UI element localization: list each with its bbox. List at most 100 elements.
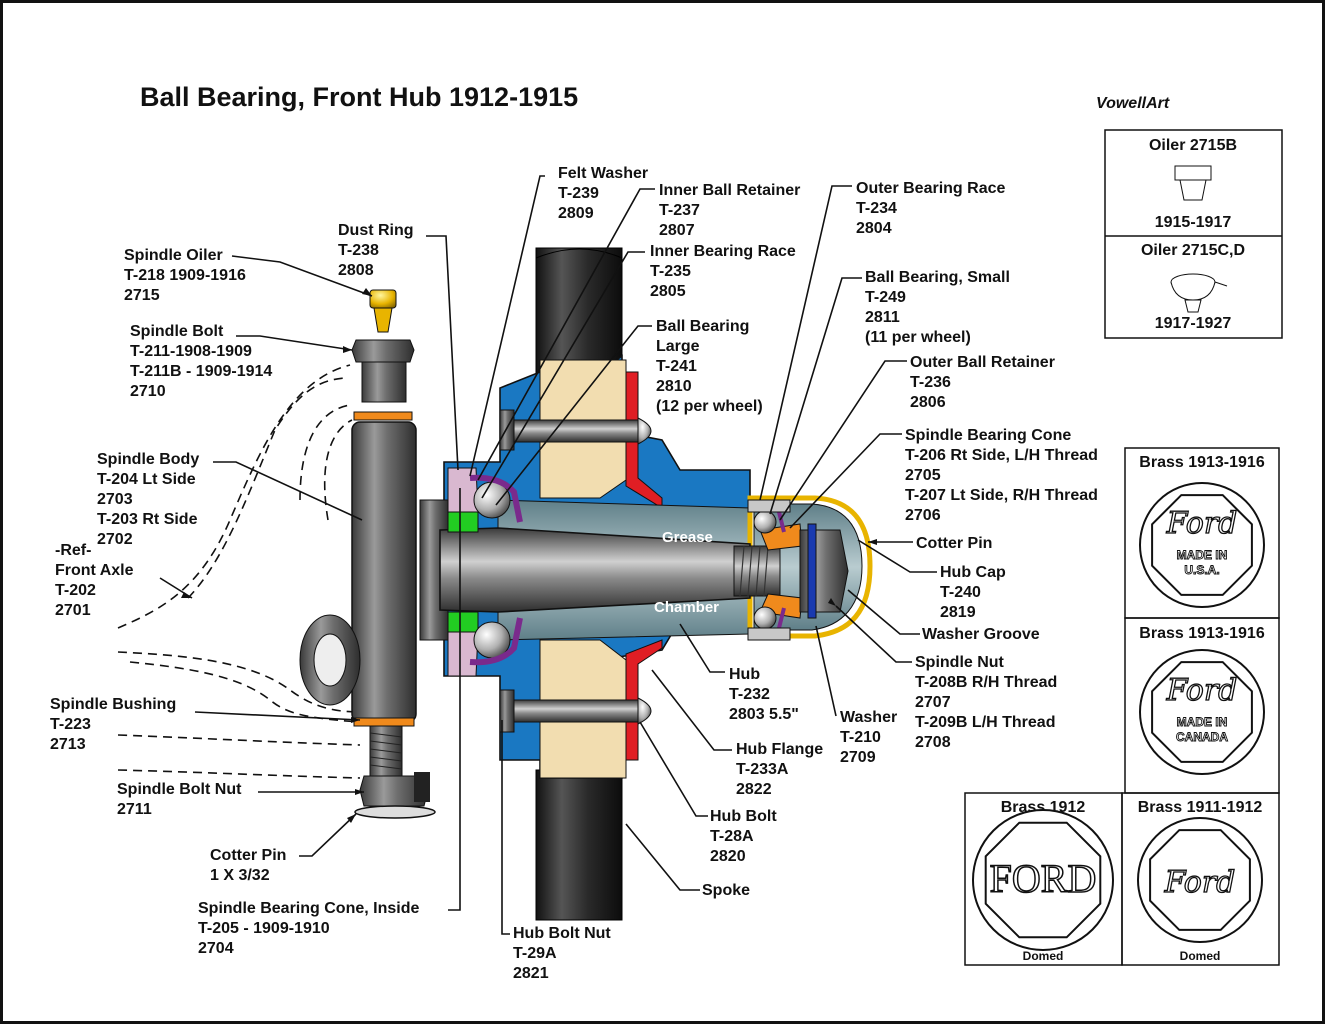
callout-spindle-bolt-nut-line: 2711: [117, 801, 152, 818]
callout-spindle-body-line: 2702: [97, 531, 133, 548]
callout-spindle-bolt-nut: Spindle Bolt Nut 2711: [117, 781, 242, 818]
hubcap-title: Brass 1911-1912: [1138, 799, 1263, 816]
callout-washer-line: Washer: [840, 709, 897, 726]
callout-washer-line: 2709: [840, 749, 876, 766]
washer-part: [807, 523, 817, 619]
callout-hub-flange-line: T-233A: [736, 761, 789, 778]
callout-spindle-bearing-cone-line: Spindle Bearing Cone: [905, 427, 1071, 444]
hubcap-note: Domed: [1180, 949, 1221, 963]
inner-bearing-bottom: [447, 611, 523, 677]
ford-logo: FORD: [990, 856, 1097, 901]
oiler-1-icon: [1174, 165, 1212, 201]
callout-spoke: Spoke: [702, 882, 750, 899]
callout-inner-bearing-race-line: 2805: [650, 283, 686, 300]
oiler-2-icon: [1170, 273, 1228, 313]
callout-hub-cap-line: Hub Cap: [940, 564, 1006, 581]
callout-inner-ball-retainer-line: T-237: [659, 202, 700, 219]
callout-spindle-oiler-line: 2715: [124, 287, 160, 304]
callout-front-axle-line: -Ref-: [55, 542, 91, 559]
callout-washer-groove-line: Washer Groove: [922, 626, 1040, 643]
callout-outer-ball-retainer-line: 2806: [910, 394, 946, 411]
callout-cotter-pin-right: Cotter Pin: [916, 535, 992, 552]
oiler-1-years: 1915-1917: [1155, 214, 1232, 231]
callout-ball-bearing-large-line: 2810: [656, 378, 692, 395]
ford-logo: Ford: [1166, 673, 1238, 708]
callout-spindle-bearing-cone-line: T-207 Lt Side, R/H Thread: [905, 487, 1098, 504]
ford-logo: Ford: [1164, 865, 1236, 900]
callout-hub-line: T-232: [729, 686, 770, 703]
callout-ball-bearing-large-line: Large: [656, 338, 700, 355]
callout-spindle-bolt-nut-line: Spindle Bolt Nut: [117, 781, 242, 798]
callout-ball-bearing-small-line: (11 per wheel): [865, 329, 971, 346]
hubcap-title: Brass 1912: [1001, 799, 1086, 816]
callout-dust-ring-line: 2808: [338, 262, 374, 279]
callout-washer-groove: Washer Groove: [922, 626, 1040, 643]
callout-hub-flange-line: Hub Flange: [736, 741, 823, 758]
inner-bearing-top: [447, 467, 523, 533]
callout-front-axle-line: T-202: [55, 582, 96, 599]
callout-dust-ring-line: Dust Ring: [338, 222, 414, 239]
small-ball-top: [753, 510, 777, 534]
callout-hub-bolt-nut-line: 2821: [513, 965, 549, 982]
spoke-lower: [535, 769, 623, 921]
callout-spindle-body-line: T-203 Rt Side: [97, 511, 198, 528]
callout-spindle-oiler-line: T-218 1909-1916: [124, 267, 246, 284]
callout-spindle-body-line: 2703: [97, 491, 133, 508]
callout-hub-cap-line: T-240: [940, 584, 981, 601]
callout-spindle-bearing-cone-line: T-206 Rt Side, L/H Thread: [905, 447, 1098, 464]
cotter-pin-part: [354, 805, 436, 819]
hubcap-note: Domed: [1023, 949, 1064, 963]
callout-ball-bearing-large-line: (12 per wheel): [656, 398, 763, 415]
callout-spindle-body-line: T-204 Lt Side: [97, 471, 196, 488]
hubcap-octagon: [984, 821, 1102, 939]
callout-spoke-line: Spoke: [702, 882, 750, 899]
spindle-oiler-part: [369, 289, 397, 309]
callout-spindle-body-line: Spindle Body: [97, 451, 199, 468]
callout-spindle-bushing-line: Spindle Bushing: [50, 696, 176, 713]
callout-spindle-bolt-line: Spindle Bolt: [130, 323, 224, 340]
hubcap-octagon: [1151, 494, 1253, 596]
callout-ball-bearing-large-line: T-241: [656, 358, 697, 375]
callout-spindle-bolt-line: T-211B - 1909-1914: [130, 363, 272, 380]
hubcap-text-line: CANADA: [1176, 730, 1228, 744]
callout-hub-bolt-nut-line: Hub Bolt Nut: [513, 925, 611, 942]
callout-spindle-nut-line: T-209B L/H Thread: [915, 714, 1055, 731]
spindle-nut-part: [799, 529, 849, 613]
callout-outer-bearing-race-line: T-234: [856, 200, 897, 217]
spindle-assembly: [299, 289, 436, 819]
oiler-2-title: Oiler 2715C,D: [1141, 242, 1245, 259]
callout-spindle-bearing-cone-inside-line: Spindle Bearing Cone, Inside: [198, 900, 419, 917]
chamber-label: Chamber: [654, 599, 719, 616]
callout-inner-bearing-race-line: T-235: [650, 263, 691, 280]
callout-hub-cap-line: 2819: [940, 604, 976, 621]
hubcap-title: Brass 1913-1916: [1139, 454, 1265, 471]
leader-lines: [159, 175, 937, 935]
callout-spindle-nut-line: 2707: [915, 694, 951, 711]
callout-felt-washer-line: 2809: [558, 205, 594, 222]
callout-cotter-pin-right-line: Cotter Pin: [916, 535, 992, 552]
artist-signature: VowellArt: [1096, 95, 1170, 112]
